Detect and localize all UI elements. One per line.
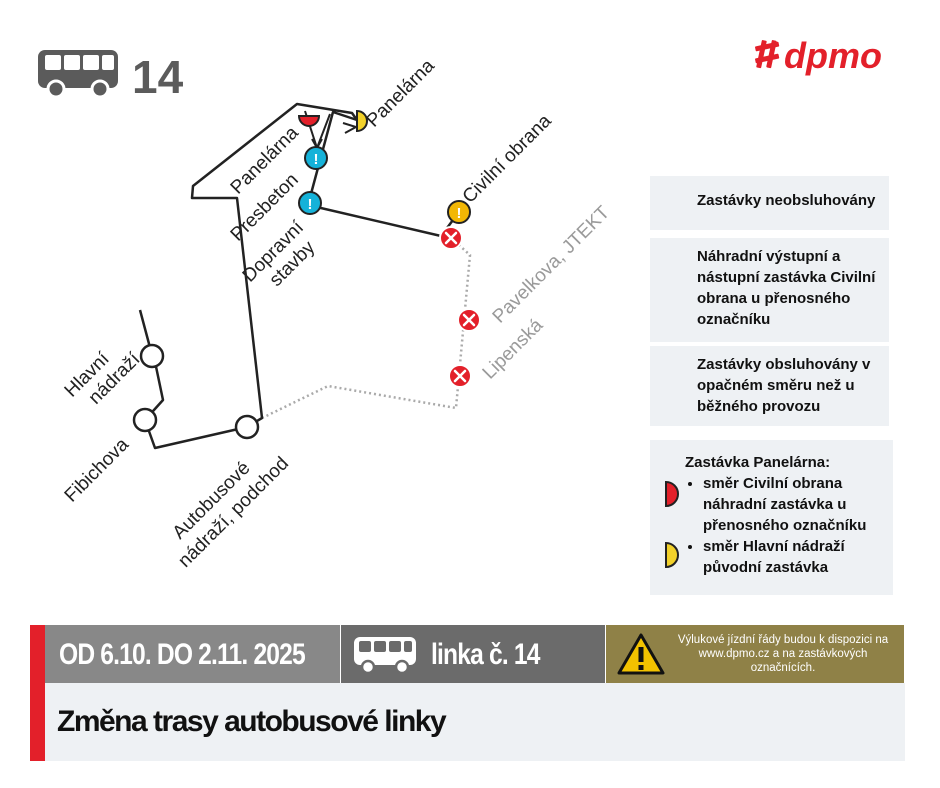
- line-number: 14: [132, 51, 184, 103]
- label-lipenska: Lipenská: [479, 315, 548, 384]
- footer-line-panel: linka č. 14: [341, 625, 605, 683]
- footer-dates: OD 6.10. DO 2.11. 2025: [59, 638, 306, 671]
- stop-civilni-obrana: !: [447, 200, 471, 224]
- legend-panelarna-item: směr Civilní obrana náhradní zastávka u …: [703, 473, 890, 536]
- closed-route: [261, 237, 472, 420]
- legend-not-served-text: Zastávky neobsluhovány: [697, 192, 876, 209]
- legend-replacement: [650, 238, 889, 342]
- svg-text:!: !: [314, 151, 319, 168]
- legend-panelarna-item: směr Hlavní nádraží původní zastávka: [703, 536, 890, 578]
- stop-presbeton: !: [304, 146, 328, 170]
- stop-dopravni-stavby: !: [298, 191, 322, 215]
- bus-icon: [38, 50, 118, 99]
- legend-half-stops: [665, 480, 679, 569]
- legend-opposite: [650, 346, 889, 426]
- label-civilni-obrana: Civilní obrana: [459, 110, 556, 207]
- legend-panelarna-text: Zastávka Panelárna: směr Civilní obrana …: [685, 452, 890, 578]
- footer-notice: Výlukové jízdní řády budou k dispozici n…: [677, 634, 889, 674]
- stop-hlavni-nadrazi: [139, 343, 165, 369]
- warning-icon: [617, 633, 665, 675]
- bus-icon: [354, 637, 416, 675]
- legend-not-served: [650, 176, 889, 230]
- footer-dates-panel: OD 6.10. DO 2.11. 2025: [45, 625, 340, 683]
- stop-panelarna-yellow-half: [356, 109, 368, 133]
- legend-panelarna-title: Zastávka Panelárna:: [685, 454, 831, 471]
- footer-notice-panel: Výlukové jízdní řády budou k dispozici n…: [606, 625, 904, 683]
- stop-fibichova: [132, 407, 158, 433]
- svg-text:!: !: [457, 205, 462, 222]
- stop-lipenska: [448, 364, 472, 388]
- label-hlavni-nadrazi: Hlavnínádraží: [61, 333, 145, 417]
- brand-name: dpmo: [784, 35, 882, 76]
- stop-pavelkova-jtekt: [457, 308, 481, 332]
- footer-title-panel: Změna trasy autobusové linky: [45, 683, 905, 761]
- footer-line-label: linka č. 14: [431, 638, 540, 671]
- legend-panelarna: [650, 440, 893, 595]
- stop-panelarna-red-half: [297, 115, 321, 127]
- route-line: [143, 102, 460, 450]
- legend-replacement-text: Náhradní výstupní a nástupní zastávka Ci…: [697, 248, 876, 328]
- red-half-stop-icon: [665, 480, 679, 508]
- label-fibichova: Fibichova: [61, 434, 134, 507]
- label-panelarna-right: Panelárna: [363, 55, 439, 131]
- yellow-half-stop-icon: [665, 541, 679, 569]
- arrow: [342, 122, 359, 134]
- legend-opposite-text: Zastávky obsluhovány v opačném směru než…: [697, 356, 871, 415]
- label-pavelkova-jtekt: Pavelkova, JTEKT: [489, 202, 615, 328]
- stop-autobusove-nadrazi: [234, 414, 260, 440]
- page-title: Změna trasy autobusové linky: [57, 705, 447, 738]
- route-map: 14 dpmo ! ! !: [38, 35, 882, 572]
- label-autobusove-nadrazi: Autobusovénádraží, podchod: [157, 436, 293, 572]
- dpmo-logo: dpmo: [755, 35, 882, 76]
- svg-text:!: !: [308, 196, 313, 213]
- footer-red-stripe: [30, 625, 45, 761]
- stop-not-served: [439, 226, 463, 250]
